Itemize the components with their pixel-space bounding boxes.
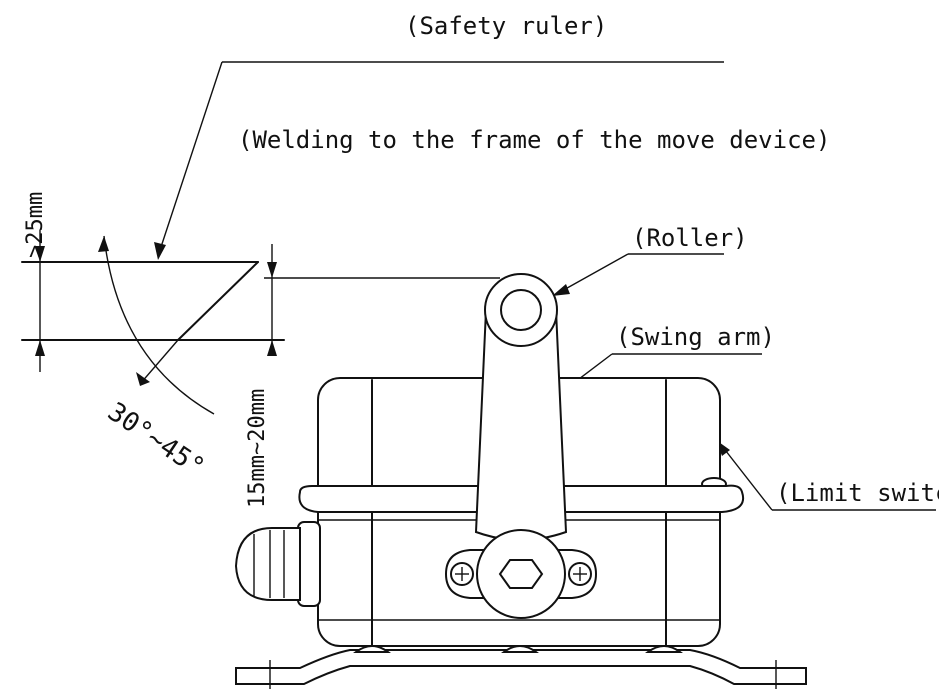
- angle-dimension-label: 30°~45°: [102, 397, 210, 483]
- roller-label: (Roller): [632, 224, 748, 252]
- gap-dimension: [35, 230, 45, 372]
- limit-switch: [234, 273, 807, 689]
- roller: [484, 273, 558, 347]
- swing-arm-label: (Swing arm): [616, 323, 775, 351]
- safety-ruler-label: (Safety ruler): [405, 12, 607, 40]
- height-dimension-label: 15mm~20mm: [245, 389, 270, 508]
- hex-nut: [498, 559, 544, 589]
- height-dimension: [264, 244, 500, 356]
- angle-dimension: [98, 235, 215, 415]
- roller-leader: [552, 253, 724, 296]
- safety-ruler-leader: [154, 61, 724, 260]
- safety-ruler: [21, 261, 285, 385]
- chamfer-extension: [139, 339, 179, 385]
- ruler-chamfer: [177, 261, 259, 341]
- gap-dimension-label: >25mm: [23, 192, 48, 258]
- limit-switch-label: (Limit switch): [776, 479, 939, 507]
- welding-note: (Welding to the frame of the move device…: [238, 126, 830, 154]
- swing-arm: [444, 309, 598, 619]
- cable-gland: [234, 521, 321, 607]
- roller-inner: [500, 289, 542, 331]
- mounting-base: [235, 645, 807, 689]
